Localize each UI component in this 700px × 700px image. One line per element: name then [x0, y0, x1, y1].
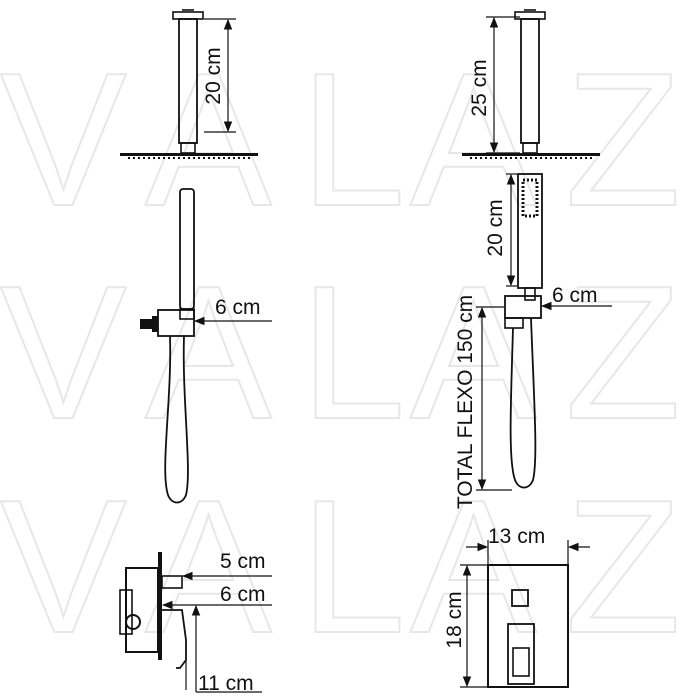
hand-shower-neck: [524, 287, 536, 301]
watermark-letter: A: [145, 34, 272, 246]
right-plate-width-dimension: 13 cm: [466, 525, 590, 564]
watermark-letter: Z: [565, 461, 681, 673]
right-plate-height-dimension: 18 cm: [443, 564, 487, 688]
watermark-row-2: V A L A Z: [0, 246, 682, 460]
diverter-knob: [161, 575, 183, 589]
right-holder-dimension: 6 cm: [540, 284, 612, 311]
watermark-letter: V: [0, 34, 127, 246]
watermark-letter: Z: [565, 247, 681, 459]
ceiling-flange: [514, 11, 546, 20]
watermark-letter: L: [300, 247, 406, 459]
watermark-letter: A: [145, 461, 272, 673]
dimension-label: 20 cm: [202, 47, 225, 104]
watermark-letter: A: [410, 247, 537, 459]
left-concealed-valve: [119, 552, 187, 669]
diverter-button: [511, 589, 529, 607]
watermark-row-1: V A L A Z: [0, 33, 682, 247]
left-holder-dimension: 6 cm: [193, 296, 272, 326]
right-hose-dimension: TOTAL FLEXO 150 cm: [454, 295, 512, 509]
dimension-label: 6 cm: [220, 583, 266, 606]
wall-cover-plate: [158, 552, 162, 660]
dimension-label: 13 cm: [488, 525, 545, 548]
dimension-label: 6 cm: [215, 296, 261, 319]
right-rain-arm-dimension: 25 cm: [468, 16, 520, 154]
valve-side-ports: [119, 589, 133, 635]
mixer-handle: [507, 623, 535, 685]
watermark-row-3: V A L A Z: [0, 460, 682, 674]
watermark-letter: V: [0, 461, 127, 673]
mixer-lever: [162, 609, 187, 669]
dimension-label: 25 cm: [468, 59, 491, 116]
watermark-letter: L: [300, 34, 406, 246]
dimension-label: TOTAL FLEXO 150 cm: [454, 295, 477, 509]
mixer-handle-inner: [512, 647, 530, 677]
left-valve-dimensions: 5 cm 6 cm 11 cm: [161, 550, 272, 695]
right-rain-shower: [462, 9, 600, 159]
rain-shower-head: [120, 153, 258, 156]
dimension-label: 18 cm: [443, 591, 466, 648]
left-hand-shower: [140, 188, 195, 504]
shower-hose: [164, 335, 189, 504]
watermark-letter: Z: [565, 34, 681, 246]
left-rain-shower: [120, 9, 258, 159]
spray-face: [521, 178, 539, 218]
ceiling-flange: [172, 11, 204, 20]
watermark-letter: A: [410, 461, 537, 673]
watermark-letter: L: [300, 461, 406, 673]
wall-outlet: [140, 319, 152, 329]
watermark-letter: V: [0, 247, 127, 459]
dimension-label: 5 cm: [220, 550, 266, 573]
left-rain-arm-dimension: 20 cm: [202, 18, 236, 133]
cover-plate: [487, 564, 569, 688]
watermark-letter: A: [410, 34, 537, 246]
wall-outlet: [504, 317, 524, 329]
dimension-label: 20 cm: [484, 199, 507, 256]
watermark-letter: A: [145, 247, 272, 459]
valve-port-circle: [125, 614, 141, 630]
dimension-label: 11 cm: [198, 672, 254, 695]
dimension-label: 6 cm: [552, 284, 598, 307]
right-cover-plate: [487, 564, 569, 688]
right-hand-shower-dimension: 20 cm: [484, 173, 517, 287]
rain-shower-head: [462, 153, 600, 156]
shower-hose: [509, 317, 537, 489]
wall-connector: [152, 316, 158, 332]
